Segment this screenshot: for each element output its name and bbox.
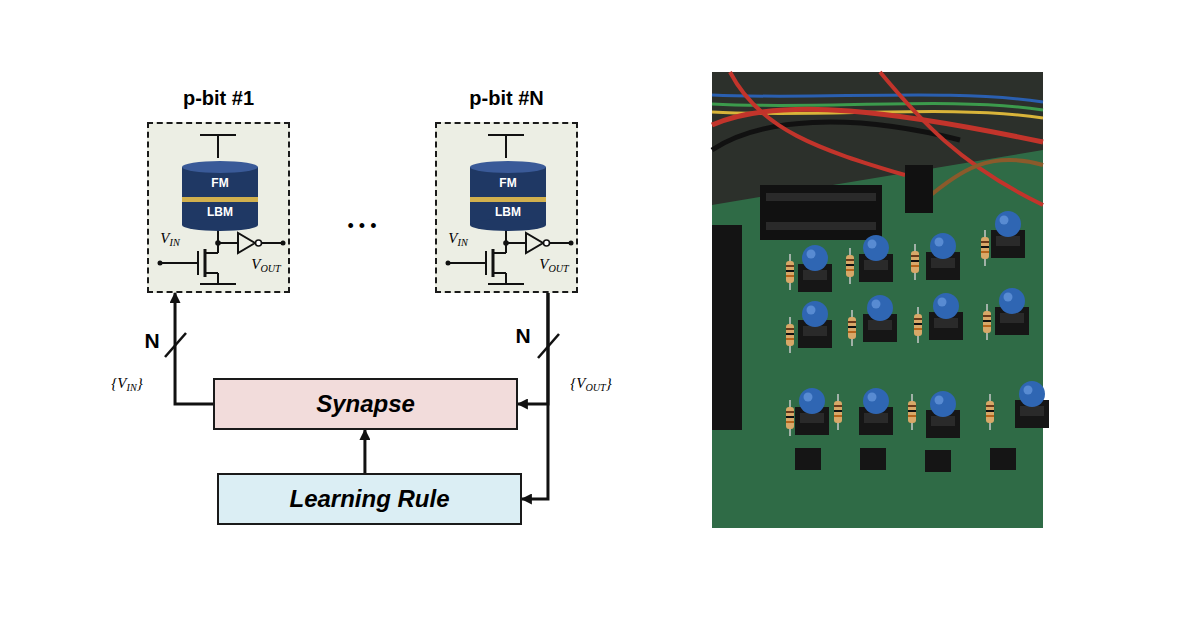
layer-label: LBM	[207, 205, 233, 219]
signal-name: VOUT	[539, 256, 569, 274]
pbit-circuit	[158, 135, 286, 284]
pbit-heading: p-bit #N	[437, 87, 576, 110]
pbit-heading: p-bit #1	[149, 87, 288, 110]
signal-connector	[363, 430, 366, 473]
layer-label: FM	[499, 176, 516, 190]
box-label: Synapse	[316, 390, 415, 418]
board-photo	[712, 72, 1049, 528]
mtj-layer: LBM	[182, 197, 258, 232]
layer-label: FM	[211, 176, 228, 190]
signal-connector	[518, 293, 548, 404]
ellipsis: • • •	[348, 216, 377, 237]
process-box: Synapse	[213, 378, 518, 430]
signal-connector	[522, 293, 548, 499]
process-box: Learning Rule	[217, 473, 522, 525]
signal-name: VOUT	[251, 256, 281, 274]
box-label: Learning Rule	[289, 485, 449, 513]
layer-label: LBM	[495, 205, 521, 219]
bus-width: N	[144, 329, 159, 353]
bus-name: {VOUT}	[570, 375, 612, 393]
pbit-fill	[435, 122, 578, 293]
pbit-fill	[147, 122, 290, 293]
bus-name: {VIN}	[111, 375, 142, 393]
pbit-circuit	[446, 135, 574, 284]
signal-name: VIN	[160, 230, 179, 248]
signal-connector	[175, 293, 213, 404]
mtj-layer: FM	[470, 160, 546, 197]
mtj-layer: FM	[182, 160, 258, 197]
bus-width: N	[515, 324, 530, 348]
mtj-layer: LBM	[470, 197, 546, 232]
signal-name: VIN	[448, 230, 467, 248]
